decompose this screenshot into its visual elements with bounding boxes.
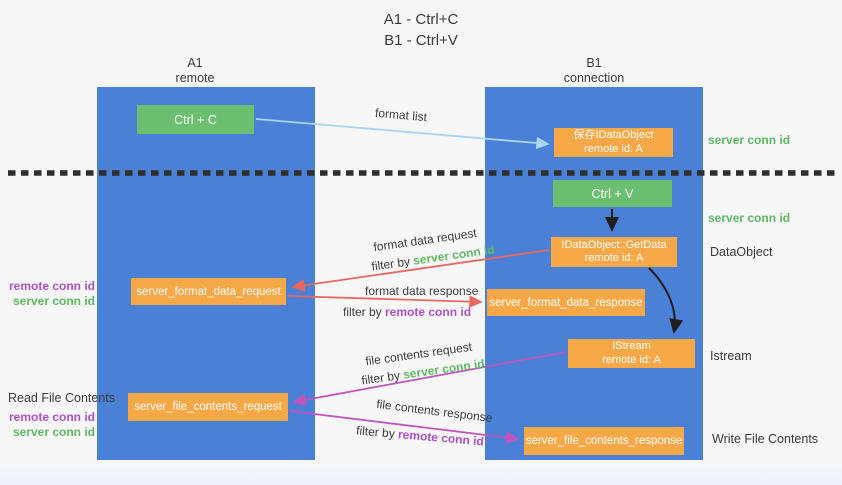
read-file-contents-label: Read File Contents xyxy=(8,391,116,405)
server-conn-id-label-top: server conn id xyxy=(708,133,791,147)
filter-label-format-response: filter by remote conn id xyxy=(343,305,471,319)
server-conn-id-label: server conn id xyxy=(12,293,95,308)
istream-line1: IStream xyxy=(612,340,651,352)
lifeline-a1-id: A1 xyxy=(187,56,203,70)
format-data-response-label: format data response xyxy=(365,284,479,298)
server-file-contents-response-node: server_file_contents_response xyxy=(524,427,684,455)
istream-node: IStream remote id: A xyxy=(568,339,695,368)
getdata-line1: IDataObject::GetData xyxy=(561,238,667,251)
getdata-line2: remote id: A xyxy=(584,252,644,264)
format-data-request-arrow xyxy=(291,249,550,292)
ctrl-c-label: Ctrl + C xyxy=(174,112,217,127)
write-file-contents-label: Write File Contents xyxy=(712,432,819,446)
file-contents-response-arrow xyxy=(289,410,520,444)
server-file-contents-request-node: server_file_contents_request xyxy=(128,393,288,421)
server-format-data-response-label: server_format_data_response xyxy=(489,296,643,309)
diagram-title: A1 - Ctrl+C B1 - Ctrl+V xyxy=(0,9,842,51)
save-dataobject-line2: remote id: A xyxy=(584,142,643,155)
lifeline-header-b1: B1 connection xyxy=(485,56,703,86)
title-line-1: A1 - Ctrl+C xyxy=(383,11,459,28)
title-line-2: B1 - Ctrl+V xyxy=(384,32,458,49)
remote-conn-id-label: remote conn id xyxy=(8,410,95,424)
filter-by-text: filter by xyxy=(343,305,382,319)
istream-side-label: Istream xyxy=(710,349,752,363)
save-dataobject-node: 保存IDataObject remote id: A xyxy=(554,128,673,157)
server-conn-id-label-mid: server conn id xyxy=(708,211,791,225)
server-conn-id-label: server conn id xyxy=(12,424,95,439)
lifeline-b1-role: connection xyxy=(563,71,625,85)
ctrl-v-label: Ctrl + V xyxy=(591,186,634,201)
lifeline-b1-id: B1 xyxy=(586,56,602,70)
getdata-to-istream-arrow xyxy=(648,267,684,334)
server-format-data-request-label: server_format_data_request xyxy=(136,285,281,298)
file-contents-request-arrow xyxy=(292,351,567,407)
getdata-node: IDataObject::GetData remote id: A xyxy=(551,237,677,267)
ctrl-c-node: Ctrl + C xyxy=(137,105,254,134)
save-dataobject-line1: 保存IDataObject xyxy=(573,129,654,141)
conn-id-block-file: remote conn id server conn id xyxy=(0,410,95,439)
format-list-arrow xyxy=(255,118,550,150)
server-file-contents-request-label: server_file_contents_request xyxy=(134,401,282,413)
server-format-data-request-node: server_format_data_request xyxy=(131,278,286,305)
dataobject-label: DataObject xyxy=(710,245,773,259)
server-format-data-response-node: server_format_data_response xyxy=(487,289,645,316)
conn-id-block-format: remote conn id server conn id xyxy=(0,279,95,308)
lifeline-a1-role: remote xyxy=(175,71,215,85)
remote-conn-id-text: remote conn id xyxy=(385,305,472,319)
format-data-response-arrow xyxy=(287,295,483,308)
lifeline-header-a1: A1 remote xyxy=(86,56,304,86)
remote-conn-id-label: remote conn id xyxy=(8,279,95,293)
ctrl-v-node: Ctrl + V xyxy=(553,180,672,207)
server-file-contents-response-label: server_file_contents_response xyxy=(525,435,683,447)
istream-line2: remote id: A xyxy=(602,353,661,366)
